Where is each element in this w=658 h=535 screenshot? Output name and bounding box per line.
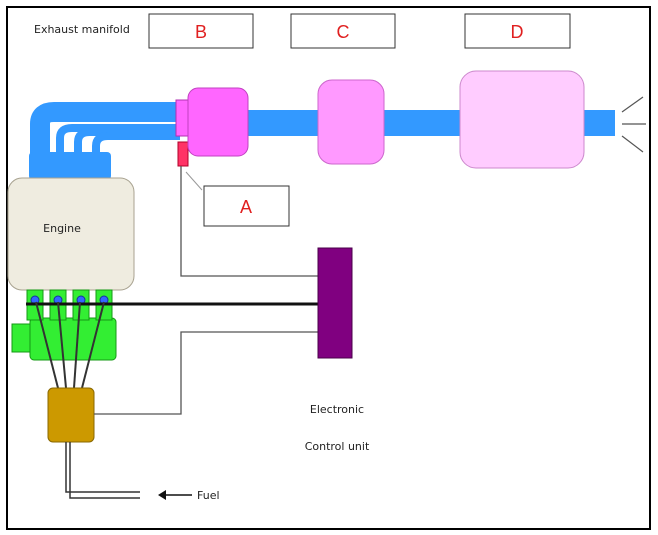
fuel-arrow-icon bbox=[158, 490, 192, 500]
fuel-supply-line bbox=[65, 442, 140, 499]
callout-b-label: B bbox=[195, 22, 207, 42]
exhaust-outlet-icon bbox=[621, 96, 646, 153]
callout-b-box bbox=[148, 13, 254, 49]
callout-c-box bbox=[290, 13, 396, 49]
callout-a-box bbox=[203, 185, 290, 227]
fuel-lines bbox=[35, 301, 105, 389]
component-c bbox=[317, 79, 385, 165]
callout-leader-a bbox=[185, 171, 203, 191]
pump-wire bbox=[94, 331, 318, 415]
fuel-label: Fuel bbox=[197, 489, 220, 502]
sensor-wire bbox=[180, 166, 318, 277]
callout-a-label: A bbox=[240, 197, 252, 217]
oxygen-sensor bbox=[177, 141, 189, 167]
ecu-label-line1: Electronic bbox=[310, 403, 364, 416]
engine-label: Engine bbox=[43, 222, 81, 235]
manifold-base bbox=[29, 152, 111, 180]
callout-d-label: D bbox=[511, 22, 524, 42]
engine-block bbox=[7, 177, 135, 291]
ecu-label-line2: Control unit bbox=[305, 440, 370, 453]
exhaust-manifold-label: Exhaust manifold bbox=[34, 23, 130, 36]
fuel-rail bbox=[29, 317, 117, 361]
callout-c-label: C bbox=[337, 22, 350, 42]
component-d bbox=[459, 70, 585, 169]
callout-d-box bbox=[464, 13, 571, 49]
component-b bbox=[187, 87, 249, 157]
electronic-control-unit bbox=[317, 247, 353, 359]
fuel-pump bbox=[47, 387, 95, 443]
injectors bbox=[26, 289, 113, 321]
exhaust-manifold-pipes bbox=[30, 102, 180, 158]
